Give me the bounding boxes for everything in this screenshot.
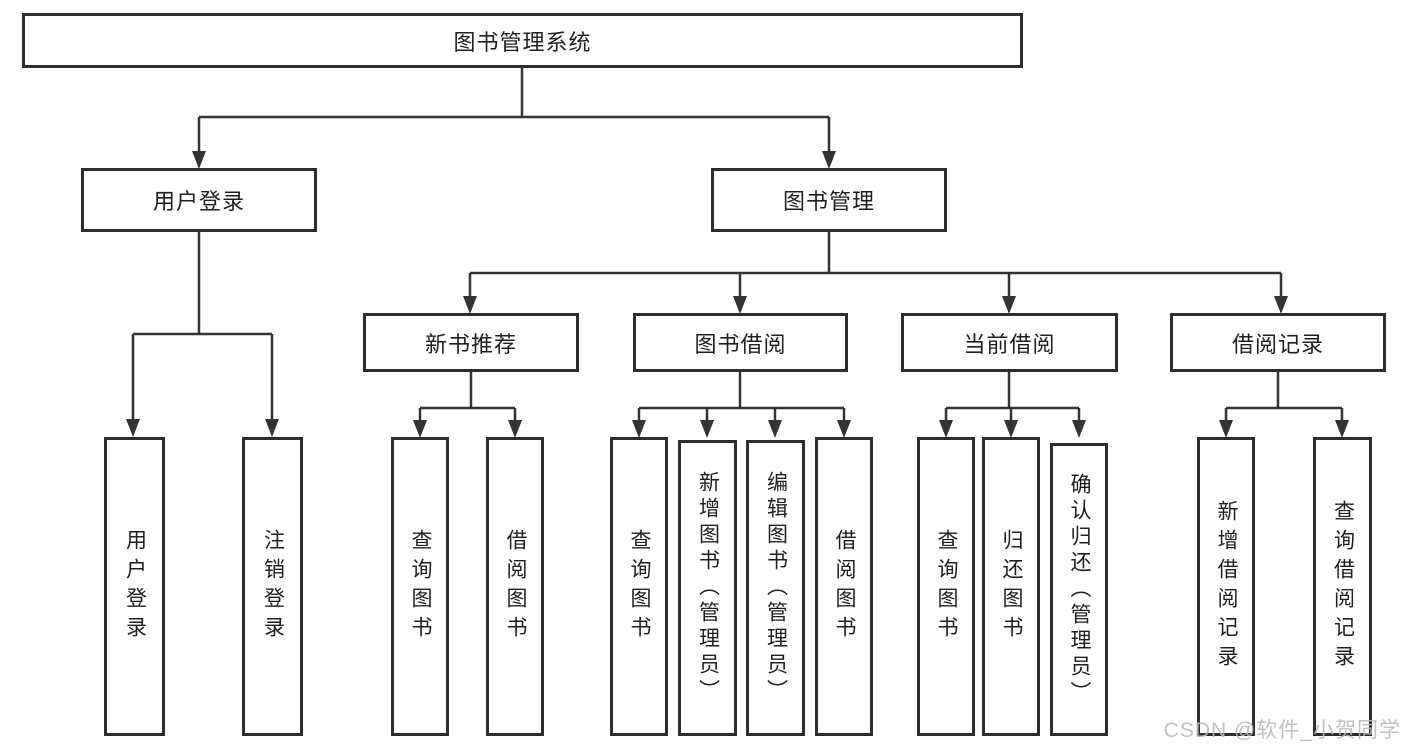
node-new-book-recommend: 新书推荐 xyxy=(363,313,579,372)
leaf-bb-add-book-admin: 新增图书（管理员） xyxy=(678,440,737,736)
node-current-borrow-label: 当前借阅 xyxy=(963,331,1056,357)
node-new-book-recommend-label: 新书推荐 xyxy=(424,331,517,357)
node-borrow-records-label: 借阅记录 xyxy=(1231,331,1324,357)
leaf-br-query-record: 查询借阅记录 xyxy=(1313,437,1372,736)
leaf-bb-borrow-books-label: 借阅图书 xyxy=(833,528,856,645)
leaf-nb-borrow-books: 借阅图书 xyxy=(486,437,544,736)
leaf-cb-query-books: 查询图书 xyxy=(917,437,975,736)
leaf-logout: 注销登录 xyxy=(242,437,303,736)
leaf-bb-edit-book-admin-label: 编辑图书（管理员） xyxy=(764,471,788,705)
leaf-cb-query-books-label: 查询图书 xyxy=(935,528,958,645)
leaf-bb-edit-book-admin: 编辑图书（管理员） xyxy=(746,440,805,736)
node-user-login-label: 用户登录 xyxy=(152,189,245,214)
leaf-bb-borrow-books: 借阅图书 xyxy=(815,437,873,736)
leaf-user-login: 用户登录 xyxy=(104,437,165,736)
leaf-bb-query-books-label: 查询图书 xyxy=(628,528,651,645)
node-book-borrow-label: 图书借阅 xyxy=(694,331,787,357)
leaf-br-add-record: 新增借阅记录 xyxy=(1197,437,1255,736)
node-current-borrow: 当前借阅 xyxy=(901,313,1118,372)
leaf-br-query-record-label: 查询借阅记录 xyxy=(1331,499,1355,674)
node-root-label: 图书管理系统 xyxy=(453,29,592,55)
leaf-logout-label: 注销登录 xyxy=(261,528,285,645)
leaf-cb-confirm-return-admin-label: 确认归还（管理员） xyxy=(1068,472,1091,707)
leaf-br-add-record-label: 新增借阅记录 xyxy=(1215,499,1238,674)
node-book-management: 图书管理 xyxy=(711,168,947,232)
node-borrow-records: 借阅记录 xyxy=(1170,313,1386,372)
leaf-cb-return-books-label: 归还图书 xyxy=(1000,528,1023,645)
node-root: 图书管理系统 xyxy=(22,13,1023,68)
node-book-borrow: 图书借阅 xyxy=(633,313,848,372)
leaf-nb-query-books: 查询图书 xyxy=(391,437,449,736)
leaf-cb-confirm-return-admin: 确认归还（管理员） xyxy=(1050,443,1108,736)
watermark: CSDN @软件_小贺同学 xyxy=(1163,719,1401,742)
leaf-bb-add-book-admin-label: 新增图书（管理员） xyxy=(696,471,720,705)
node-book-management-label: 图书管理 xyxy=(782,189,875,214)
leaf-user-login-label: 用户登录 xyxy=(123,528,147,645)
leaf-bb-query-books: 查询图书 xyxy=(610,437,668,736)
leaf-nb-query-books-label: 查询图书 xyxy=(409,528,432,645)
leaf-nb-borrow-books-label: 借阅图书 xyxy=(504,528,527,645)
leaf-cb-return-books: 归还图书 xyxy=(982,437,1040,736)
node-user-login: 用户登录 xyxy=(81,168,317,232)
